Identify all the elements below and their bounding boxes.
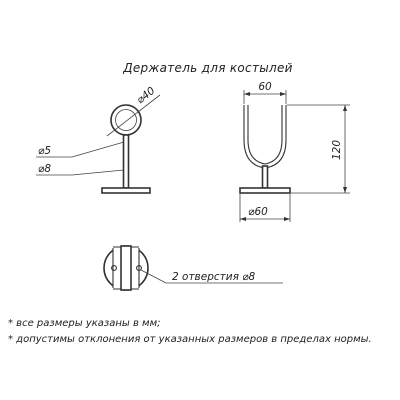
mount-hole-left	[111, 265, 117, 271]
holes-leader	[140, 269, 167, 284]
width-label: 60	[258, 81, 272, 93]
side-view: ⌀40 ⌀5 ⌀8	[36, 85, 161, 194]
center-bar	[120, 245, 132, 291]
base-diameter-label: ⌀60	[248, 206, 268, 218]
ring-diameter-label: ⌀40	[134, 85, 157, 107]
base-arrow-right	[284, 217, 290, 221]
note-units: * все размеры указаны в мм;	[8, 318, 161, 329]
base-plate	[101, 187, 151, 194]
hole-diameter-leader	[71, 141, 125, 158]
height-label: 120	[331, 140, 343, 160]
fork-inner	[247, 105, 283, 165]
mount-hole-right	[136, 265, 142, 271]
rod-diameter-label: ⌀8	[38, 163, 51, 175]
fork-stem	[261, 165, 269, 189]
height-arrow-top	[343, 105, 347, 111]
base-arrow-left	[240, 217, 246, 221]
top-view: 2 отверстия ⌀8	[103, 245, 283, 291]
note-tolerance: * допустимы отклонения от указанных разм…	[8, 334, 372, 345]
front-view: 60 120 ⌀60	[239, 81, 350, 222]
rod-diameter-leader	[71, 169, 125, 176]
height-arrow-bottom	[343, 187, 347, 193]
hole-diameter-label: ⌀5	[38, 145, 51, 157]
width-arrow-right	[280, 92, 286, 96]
ring-inner	[115, 109, 137, 131]
drawing-title: Держатель для костылей	[122, 61, 293, 75]
fork-outer	[243, 105, 287, 169]
ring-diameter-leader	[106, 94, 161, 137]
fork-base	[239, 187, 291, 194]
rod	[122, 134, 130, 189]
holes-label: 2 отверстия ⌀8	[172, 271, 256, 283]
width-arrow-left	[244, 92, 250, 96]
